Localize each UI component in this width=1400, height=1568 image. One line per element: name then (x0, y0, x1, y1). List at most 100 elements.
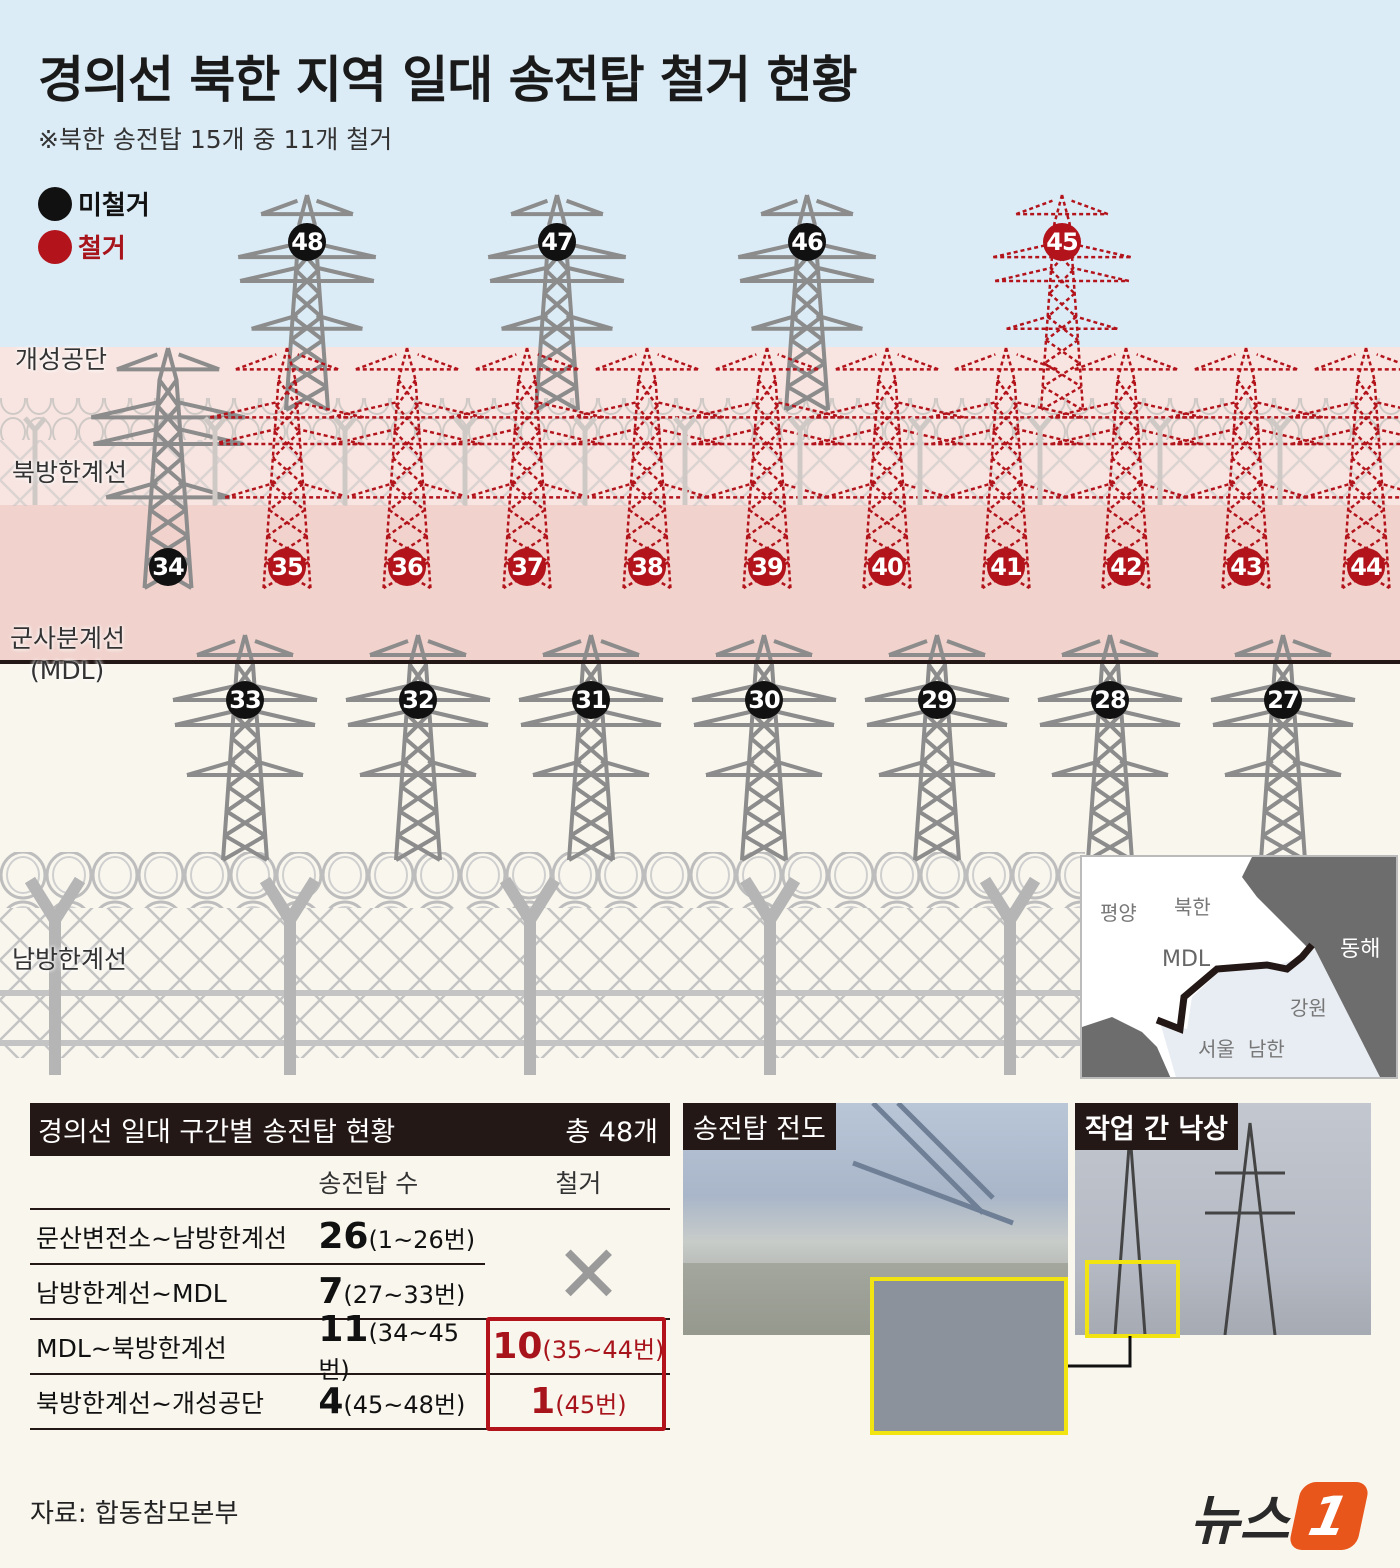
tower-33 (172, 634, 318, 862)
tower-number-badge: 46 (788, 223, 826, 261)
table-row: MDL~북방한계선 11(34~45번)10(35~44번) (30, 1309, 670, 1384)
fence-post (1268, 416, 1292, 505)
tower-number-badge: 29 (918, 681, 956, 719)
photo-caption: 송전탑 전도 (683, 1103, 836, 1150)
tower-28 (1037, 634, 1183, 862)
photo-worker-fall: 작업 간 낙상 (1075, 1103, 1371, 1335)
tower-number-badge: 40 (868, 548, 906, 586)
tower-count: 11(34~45번) (318, 1309, 486, 1385)
tower-number-badge: 42 (1107, 548, 1145, 586)
tower-count: 4(45~48번) (318, 1381, 486, 1422)
not-removed-x-icon: ✕ (555, 1228, 623, 1321)
legend-label: 철거 (78, 234, 126, 264)
red-dot-icon (38, 229, 72, 264)
kaesong-zone-background (0, 0, 1400, 347)
map-label-south: 남한 (1248, 1037, 1285, 1061)
tower-number-badge: 37 (508, 548, 546, 586)
count-value: 26 (318, 1216, 369, 1257)
legend-standing: 미철거 (38, 185, 150, 222)
tower-scene (0, 194, 1400, 1075)
count-value: 4 (318, 1381, 344, 1422)
table-title: 경의선 일대 구간별 송전탑 현황 (38, 1117, 396, 1148)
fence-post (573, 416, 597, 505)
column-header-towers: 송전탑 수 (318, 1169, 419, 1198)
tower-32 (345, 634, 491, 862)
section-name: 북방한계선~개성공단 (36, 1388, 264, 1418)
photo-inset-zoom (870, 1277, 1068, 1435)
tower-number-badge: 39 (748, 548, 786, 586)
map-label-pyongyang: 평양 (1100, 901, 1137, 925)
tower-number-badge: 35 (268, 548, 306, 586)
table-column-headers: 송전탑 수 철거 (30, 1156, 670, 1210)
fence-post (739, 876, 801, 1075)
tower-number-badge: 34 (149, 548, 187, 586)
fence-post (24, 876, 86, 1075)
fence-post (499, 876, 561, 1075)
fence-post (788, 416, 812, 505)
table-total: 총 48개 (565, 1117, 658, 1148)
tower-number-badge: 32 (399, 681, 437, 719)
tower-number-badge: 28 (1091, 681, 1129, 719)
logo-mark: 1 (1288, 1481, 1371, 1550)
section-name: 문산변전소~남방한계선 (36, 1223, 287, 1253)
zone-label-sll: 남방한계선 (12, 945, 128, 974)
tower-number-badge: 45 (1043, 223, 1081, 261)
count-range: (45~48번) (343, 1391, 466, 1419)
tower-number-badge: 47 (538, 223, 576, 261)
news1-logo: 뉴스 1 (1190, 1476, 1371, 1555)
sll-fence (0, 852, 1085, 1058)
zone-label-mdl: 군사분계선 (10, 624, 126, 653)
legend-removed: 철거 (38, 228, 126, 265)
tower-number-badge: 41 (987, 548, 1025, 586)
korea-map: 평양 북한 MDL 동해 강원 서울 남한 (1080, 855, 1398, 1079)
mdl-line (0, 660, 1400, 664)
map-label-east-sea: 동해 (1340, 937, 1381, 962)
page-subtitle: ※북한 송전탑 15개 중 11개 철거 (38, 125, 393, 154)
row-divider (30, 1263, 485, 1265)
section-name: MDL~북방한계선 (36, 1333, 227, 1363)
tower-count: 7(27~33번) (318, 1271, 486, 1312)
fence-post (1148, 416, 1172, 505)
fence-post (979, 876, 1041, 1075)
tower-number-badge: 27 (1264, 681, 1302, 719)
removed-range: (45번) (555, 1391, 627, 1419)
column-header-removed: 철거 (555, 1169, 602, 1198)
table-header: 경의선 일대 구간별 송전탑 현황 총 48개 (30, 1103, 670, 1156)
count-range: (27~33번) (343, 1281, 466, 1309)
removed-count: 1(45번) (487, 1381, 670, 1422)
tower-29 (864, 634, 1010, 862)
count-value: 7 (318, 1271, 344, 1312)
removed-range: (35~44번) (542, 1336, 665, 1364)
fence-post (908, 416, 932, 505)
zone-label-nll: 북방한계선 (12, 458, 128, 487)
tower-number-badge: 44 (1347, 548, 1385, 586)
fence-post (333, 416, 357, 505)
map-label-mdl: MDL (1162, 947, 1211, 972)
tower-number-badge: 30 (745, 681, 783, 719)
tower-number-badge: 31 (572, 681, 610, 719)
tower-number-badge: 38 (628, 548, 666, 586)
tower-27 (1210, 634, 1356, 862)
fence-post (673, 416, 697, 505)
legend-label: 미철거 (78, 191, 150, 221)
tower-number-badge: 43 (1227, 548, 1265, 586)
photo-caption: 작업 간 낙상 (1075, 1103, 1238, 1150)
map-label-north: 북한 (1174, 895, 1211, 919)
count-range: (34~45번) (318, 1318, 459, 1384)
fence-post (259, 876, 321, 1075)
map-label-gangwon: 강원 (1290, 996, 1327, 1020)
table-row: 남방한계선~MDL 7(27~33번) (30, 1265, 670, 1320)
source-credit: 자료: 합동참모본부 (30, 1499, 239, 1529)
tower-number-badge: 33 (226, 681, 264, 719)
removed-count: 10(35~44번) (487, 1326, 670, 1367)
tower-count: 26(1~26번) (318, 1216, 486, 1257)
section-name: 남방한계선~MDL (36, 1278, 227, 1308)
map-label-seoul: 서울 (1198, 1037, 1235, 1061)
tower-number-badge: 48 (288, 223, 326, 261)
fence-post (203, 416, 227, 505)
section-tower-table: 경의선 일대 구간별 송전탑 현황 총 48개 송전탑 수 철거 문산변전소~남… (30, 1103, 670, 1430)
removed-value: 10 (492, 1326, 543, 1367)
tower-30 (691, 634, 837, 862)
black-dot-icon (38, 186, 72, 221)
